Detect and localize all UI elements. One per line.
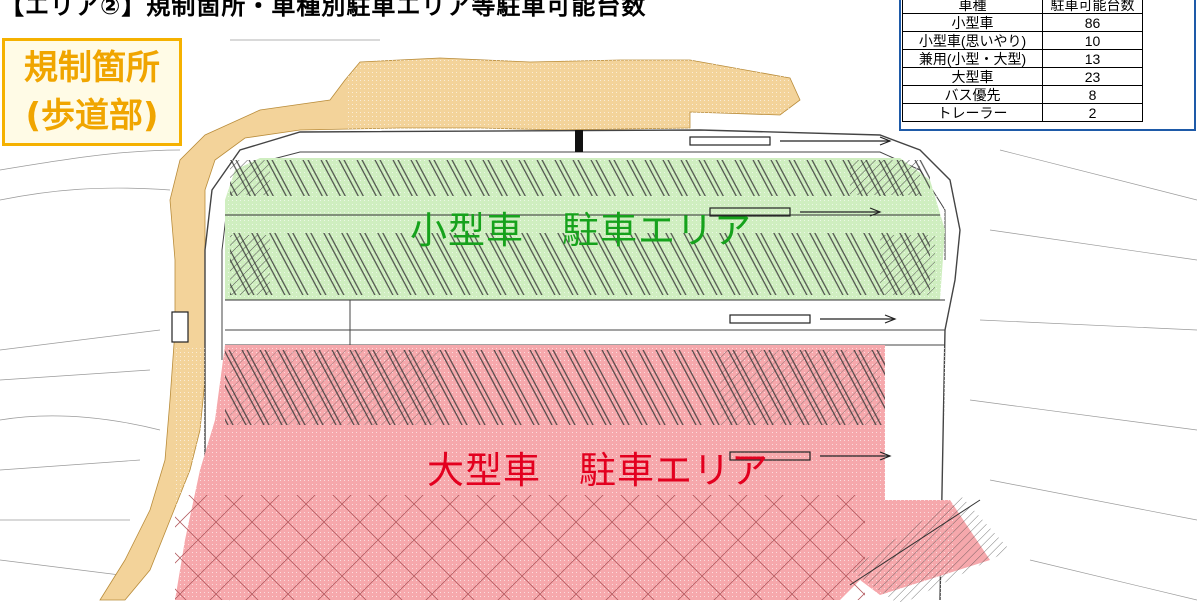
capacity-header-type: 車種 <box>902 0 1043 14</box>
large-vehicle-area-label: 大型車 駐車エリア <box>427 449 769 492</box>
booth-icon <box>171 311 189 343</box>
small-vehicle-area-label: 小型車 駐車エリア <box>410 209 752 252</box>
capacity-table-header-row: 車種 駐車可能台数 <box>902 0 1143 14</box>
capacity-row: 大型車 23 <box>902 67 1143 86</box>
capacity-row-type: 兼用(小型・大型) <box>902 49 1043 68</box>
capacity-row-count: 23 <box>1042 67 1143 86</box>
small-vehicle-area <box>225 158 945 301</box>
regulated-area-label-line2: (歩道部) <box>25 96 159 136</box>
capacity-row: トレーラー 2 <box>902 103 1143 122</box>
regulated-area-label: 規制箇所 (歩道部) <box>2 38 182 146</box>
capacity-row-count: 13 <box>1042 49 1143 68</box>
capacity-row-count: 2 <box>1042 103 1143 122</box>
capacity-row-type: バス優先 <box>902 85 1043 104</box>
page-title: 【エリア②】規制箇所・車種別駐車エリア等駐車可能台数 <box>0 0 647 20</box>
capacity-row: 小型車(思いやり) 10 <box>902 31 1143 50</box>
capacity-row: 兼用(小型・大型) 13 <box>902 49 1143 68</box>
capacity-row: バス優先 8 <box>902 85 1143 104</box>
regulated-area-label-line1: 規制箇所 <box>24 48 160 88</box>
middle-aisle <box>225 300 945 346</box>
capacity-row-type: トレーラー <box>902 103 1043 122</box>
capacity-row-count: 86 <box>1042 13 1143 32</box>
gate-icon <box>575 130 583 152</box>
large-vehicle-area <box>175 345 1010 602</box>
capacity-row-type: 小型車(思いやり) <box>902 31 1043 50</box>
regulated-sidewalk-area <box>99 57 801 601</box>
capacity-header-count: 駐車可能台数 <box>1042 0 1143 14</box>
capacity-table: 車種 駐車可能台数 小型車 86 小型車(思いやり) 10 兼用(小型・大型) … <box>902 0 1143 122</box>
direction-arrow-icons <box>689 136 897 461</box>
capacity-row-count: 10 <box>1042 31 1143 50</box>
capacity-row-type: 小型車 <box>902 13 1043 32</box>
capacity-row-count: 8 <box>1042 85 1143 104</box>
capacity-row: 小型車 86 <box>902 13 1143 32</box>
survey-background-lines <box>0 39 1197 601</box>
capacity-row-type: 大型車 <box>902 67 1043 86</box>
